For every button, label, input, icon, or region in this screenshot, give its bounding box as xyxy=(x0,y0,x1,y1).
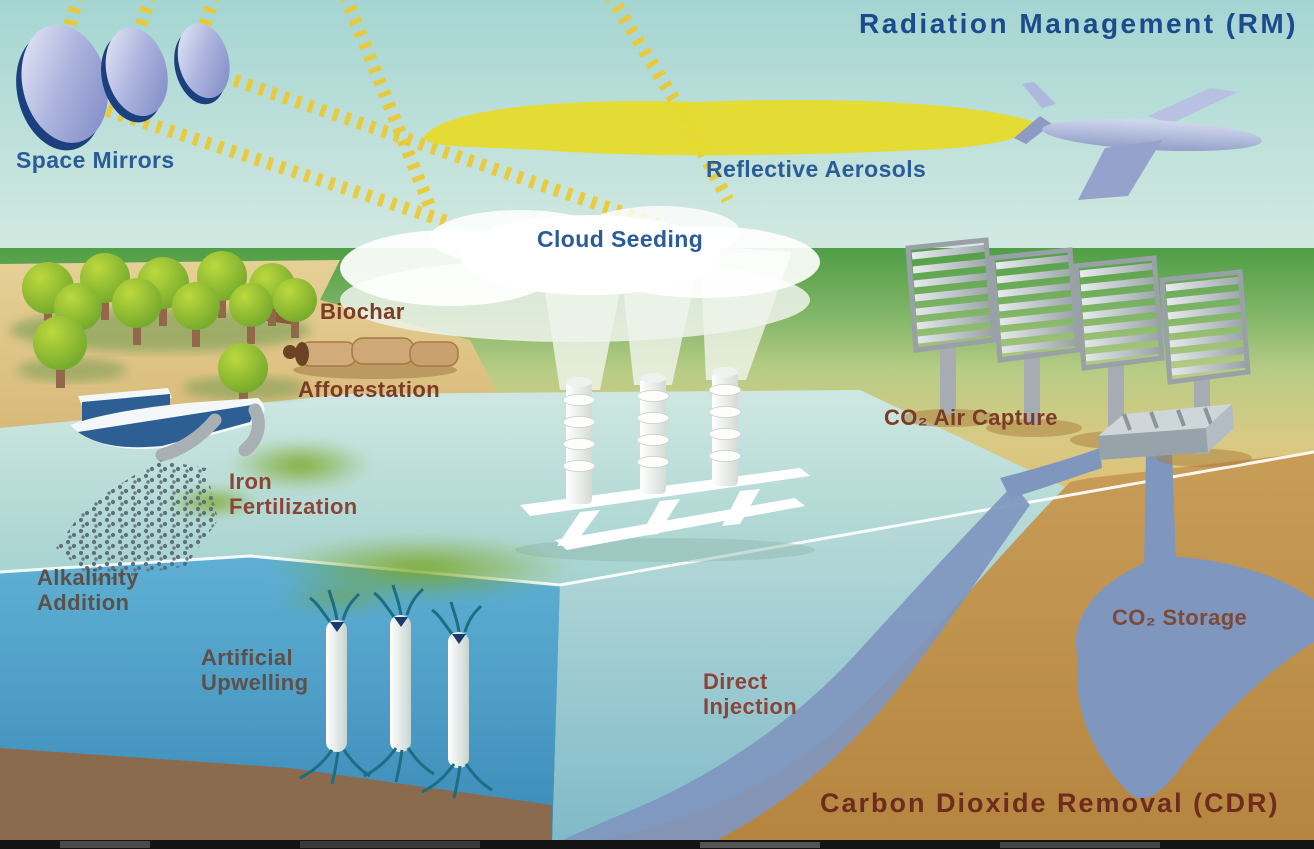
upwelling-bloom xyxy=(270,534,570,616)
cloud-seeding-ship xyxy=(515,367,815,562)
tree xyxy=(22,251,317,412)
label-cloud-seeding: Cloud Seeding xyxy=(537,226,704,252)
direct-injection-plume xyxy=(548,448,1102,849)
biochar-log xyxy=(283,337,459,379)
seafloor xyxy=(0,748,552,849)
label-space-mirrors: Space Mirrors xyxy=(16,147,175,173)
label-artificial-upwelling: Artificial Upwelling xyxy=(201,645,309,695)
afforestation-trees xyxy=(10,251,317,412)
aircraft xyxy=(1014,82,1262,200)
co2-collector xyxy=(1098,404,1234,460)
label-co2-storage: CO₂ Storage xyxy=(1112,605,1248,630)
space-mirrors-illustration xyxy=(16,23,230,151)
aerosol-cloud xyxy=(424,100,1037,156)
seeded-cloud xyxy=(340,206,820,342)
co2-storage-plume xyxy=(1075,450,1314,799)
label-biochar: Biochar xyxy=(320,299,405,324)
ocean-cross-section xyxy=(0,556,560,849)
iron-fertilization-boat xyxy=(56,388,372,582)
mineral-particles xyxy=(56,460,218,582)
radiation-management-heading: Radiation Management (RM) xyxy=(859,8,1298,39)
label-afforestation: Afforestation xyxy=(298,377,441,402)
bottom-crop-strip xyxy=(0,840,1314,849)
spray-towers xyxy=(562,367,742,504)
label-alkalinity-addition: Alkalinity Addition xyxy=(37,565,139,615)
sea-surface xyxy=(0,390,1075,585)
upwelling-pipes xyxy=(299,584,493,799)
carbon-dioxide-removal-heading: Carbon Dioxide Removal (CDR) xyxy=(820,788,1280,818)
label-direct-injection: Direct Injection xyxy=(703,669,798,719)
label-reflective-aerosols: Reflective Aerosols xyxy=(706,156,927,182)
label-co2-air-capture: CO₂ Air Capture xyxy=(884,405,1058,430)
label-iron-fertilization: Iron Fertilization xyxy=(229,469,358,519)
